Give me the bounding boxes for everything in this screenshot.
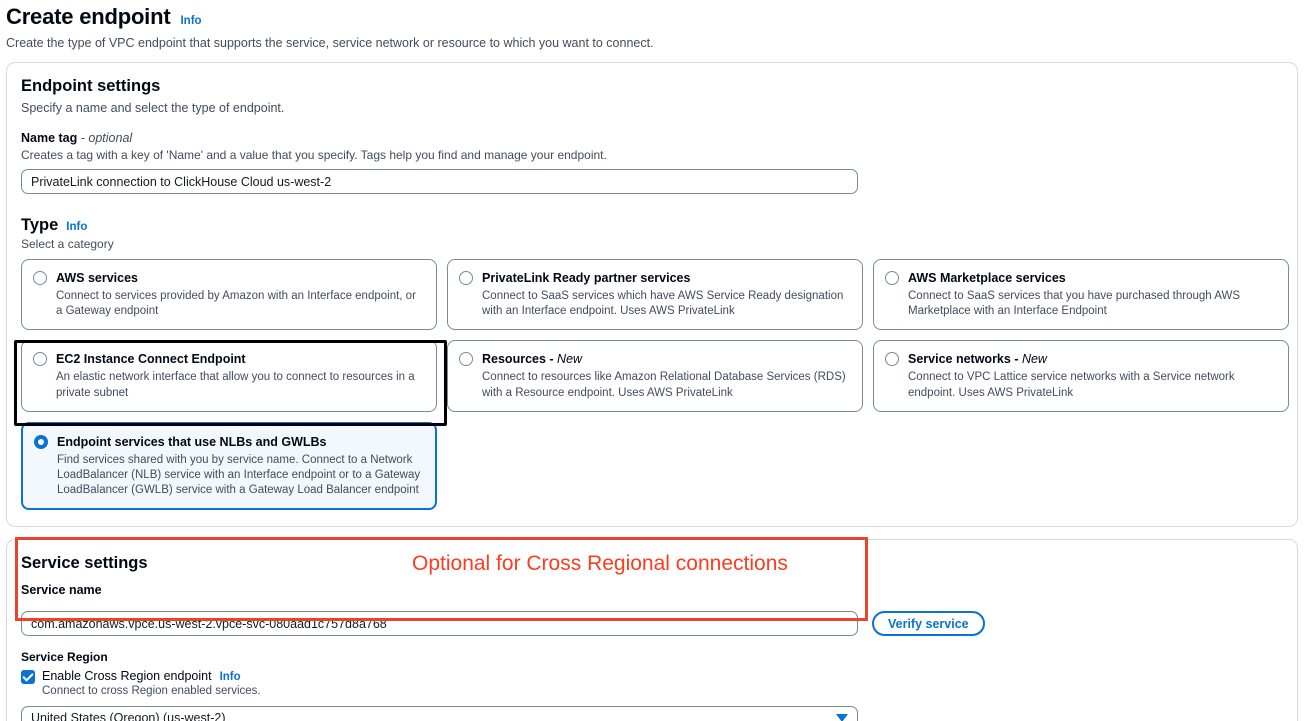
cross-region-label-row: Enable Cross Region endpoint Info bbox=[42, 669, 261, 683]
type-heading-row: Type Info bbox=[21, 216, 1283, 235]
name-tag-label-text: Name tag bbox=[21, 131, 78, 145]
service-region-select[interactable]: United States (Oregon) (us-west-2) bbox=[21, 706, 858, 721]
page-header: Create endpoint Info Create the type of … bbox=[0, 0, 1304, 50]
endpoint-settings-panel: Endpoint settings Specify a name and sel… bbox=[6, 62, 1298, 528]
name-tag-optional-text: - optional bbox=[80, 131, 133, 145]
radio-icon[interactable] bbox=[33, 271, 47, 285]
type-option-label-text: Resources - bbox=[482, 352, 554, 367]
service-name-label: Service name bbox=[21, 583, 102, 598]
page-info-link[interactable]: Info bbox=[180, 15, 202, 27]
type-options-grid: AWS services Connect to services provide… bbox=[21, 259, 1289, 511]
type-option-description: Connect to VPC Lattice service networks … bbox=[908, 371, 1235, 399]
type-label: Type bbox=[21, 216, 59, 234]
type-option-description: Find services shared with you by service… bbox=[57, 453, 421, 497]
radio-icon[interactable] bbox=[459, 271, 473, 285]
radio-icon-selected[interactable] bbox=[34, 434, 48, 449]
name-tag-label: Name tag - optional bbox=[21, 131, 1283, 145]
type-info-link[interactable]: Info bbox=[66, 221, 88, 233]
cross-region-checkbox-row[interactable]: Enable Cross Region endpoint Info Connec… bbox=[21, 669, 1283, 697]
service-region-block: Service Region Enable Cross Region endpo… bbox=[21, 650, 1283, 721]
service-name-row: com.amazonaws.vpce.us-west-2.vpce-svc-08… bbox=[21, 604, 1283, 637]
service-region-label: Service Region bbox=[21, 650, 108, 665]
page-description: Create the type of VPC endpoint that sup… bbox=[6, 36, 654, 50]
service-settings-title: Service settings bbox=[21, 554, 148, 573]
endpoint-settings-title: Endpoint settings bbox=[21, 77, 161, 95]
radio-icon[interactable] bbox=[885, 271, 899, 285]
type-option-description: Connect to services provided by Amazon w… bbox=[56, 290, 416, 318]
type-option-ec2-instance-connect-endpoint[interactable]: EC2 Instance Connect Endpoint An elastic… bbox=[21, 340, 437, 412]
type-option-label-text: Service networks - bbox=[908, 352, 1019, 367]
radio-icon[interactable] bbox=[885, 352, 899, 367]
type-subtitle: Select a category bbox=[21, 237, 114, 251]
type-option-new-badge: New bbox=[1021, 352, 1047, 367]
cross-region-info-link[interactable]: Info bbox=[219, 671, 241, 684]
type-option-description: Connect to resources like Amazon Relatio… bbox=[482, 371, 846, 399]
type-option-label: AWS Marketplace services bbox=[908, 271, 1066, 285]
type-option-aws-marketplace-services[interactable]: AWS Marketplace services Connect to SaaS… bbox=[873, 259, 1289, 331]
type-option-description: Connect to SaaS services that you have p… bbox=[908, 290, 1240, 318]
name-tag-input[interactable]: PrivateLink connection to ClickHouse Clo… bbox=[21, 169, 858, 194]
verify-service-button[interactable]: Verify service bbox=[872, 611, 985, 637]
name-tag-field: Name tag - optional Creates a tag with a… bbox=[21, 131, 1283, 194]
type-option-label: Resources - New bbox=[482, 352, 582, 366]
type-option-privatelink-ready-partner-services[interactable]: PrivateLink Ready partner services Conne… bbox=[447, 259, 863, 331]
type-option-resources[interactable]: Resources - New Connect to resources lik… bbox=[447, 340, 863, 412]
endpoint-settings-subtitle: Specify a name and select the type of en… bbox=[21, 101, 285, 115]
page-title-row: Create endpoint Info bbox=[6, 4, 1304, 30]
type-option-label: EC2 Instance Connect Endpoint bbox=[56, 352, 246, 367]
cross-region-label: Enable Cross Region endpoint bbox=[42, 669, 212, 684]
type-option-aws-services[interactable]: AWS services Connect to services provide… bbox=[21, 259, 437, 331]
type-option-new-badge: New bbox=[557, 352, 583, 367]
type-option-label: Endpoint services that use NLBs and GWLB… bbox=[57, 434, 327, 449]
radio-icon[interactable] bbox=[459, 352, 473, 367]
cross-region-checkbox[interactable] bbox=[21, 670, 35, 685]
page-title: Create endpoint bbox=[6, 4, 171, 29]
radio-icon[interactable] bbox=[33, 352, 47, 367]
type-option-endpoint-services-nlb-gwlb[interactable]: Endpoint services that use NLBs and GWLB… bbox=[21, 421, 437, 511]
cross-region-help: Connect to cross Region enabled services… bbox=[42, 685, 261, 698]
type-option-label: Service networks - New bbox=[908, 352, 1047, 366]
chevron-down-icon[interactable] bbox=[836, 714, 848, 721]
type-option-description: Connect to SaaS services which have AWS … bbox=[482, 290, 844, 318]
type-option-label: PrivateLink Ready partner services bbox=[482, 271, 691, 285]
type-option-description: An elastic network interface that allow … bbox=[56, 371, 415, 399]
type-option-service-networks[interactable]: Service networks - New Connect to VPC La… bbox=[873, 340, 1289, 412]
service-name-input[interactable]: com.amazonaws.vpce.us-west-2.vpce-svc-08… bbox=[21, 611, 858, 637]
type-option-label: AWS services bbox=[56, 271, 138, 285]
service-settings-panel: Service settings Service name com.amazon… bbox=[6, 539, 1298, 721]
service-region-selected-value: United States (Oregon) (us-west-2) bbox=[31, 711, 226, 721]
name-tag-help: Creates a tag with a key of 'Name' and a… bbox=[21, 148, 607, 162]
